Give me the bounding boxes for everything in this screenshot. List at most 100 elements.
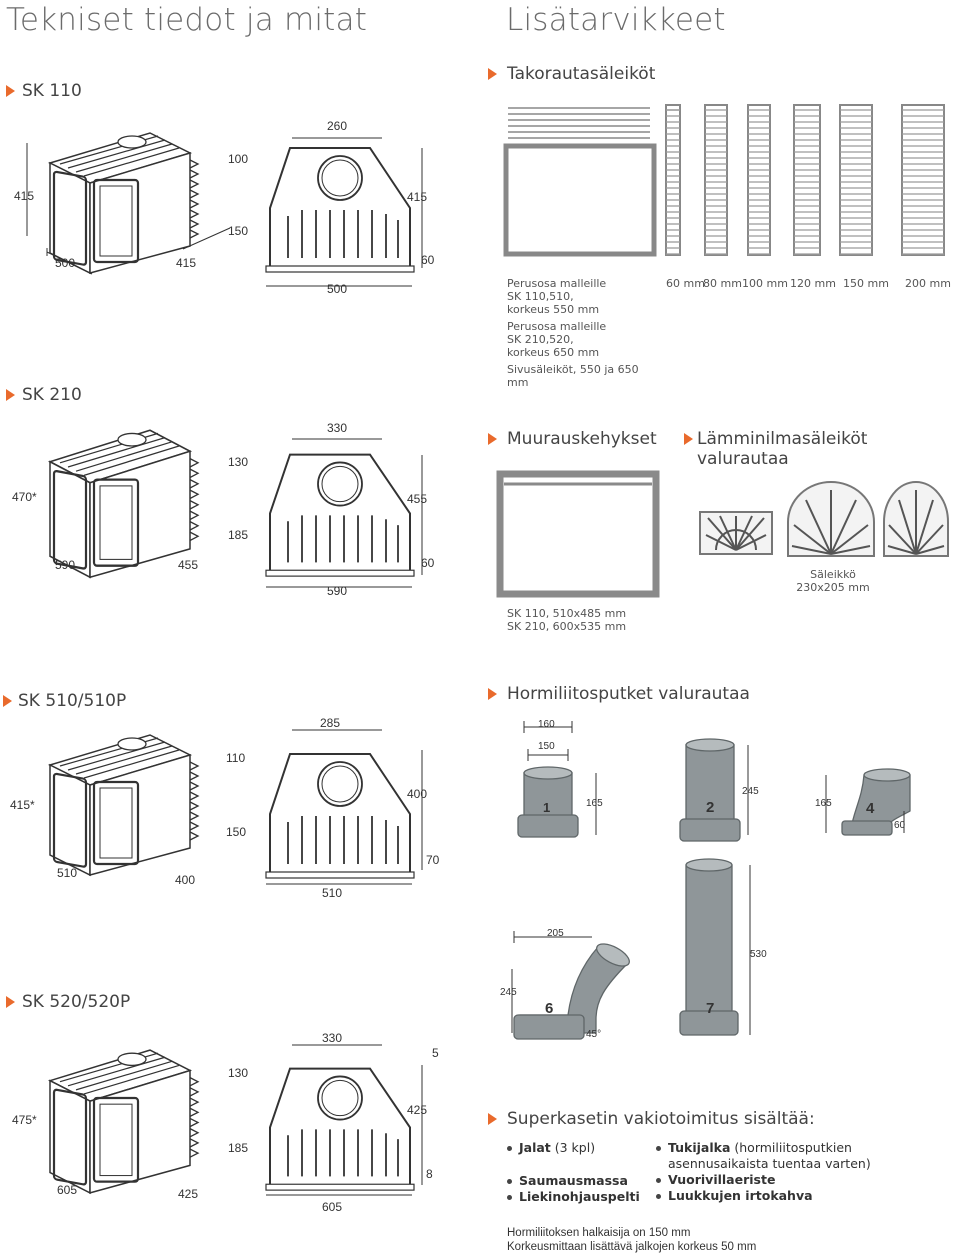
dim-label: 500 [327, 282, 348, 296]
dim-label: 425 [178, 1187, 199, 1201]
dim-label: 470* [12, 490, 37, 504]
dim-label: 605 [322, 1200, 343, 1214]
list-item: asennusaikaista tuentaa varten) [668, 1156, 871, 1171]
dim-label: 330 [322, 1031, 343, 1045]
dim-label: 60 [894, 820, 906, 831]
dim-label: 245 [500, 987, 517, 998]
pipe-number: 4 [866, 800, 875, 817]
bullet-triangle-icon [488, 433, 497, 445]
muuraus-frame-illustration [496, 470, 660, 598]
section-lamminilma: Lämminilmasäleiköt valurautaa [697, 429, 868, 469]
note-line: Hormiliitoksen halkaisija on 150 mm [507, 1227, 691, 1239]
pipe-number: 6 [545, 1000, 554, 1017]
dim-label: 70 [426, 853, 440, 867]
dim-label: 590 [327, 584, 348, 598]
dim-label: 425 [407, 1103, 428, 1117]
list-item: Liekinohjauspelti [507, 1189, 640, 1205]
dim-label: 605 [57, 1183, 78, 1197]
dim-label: 530 [750, 949, 767, 960]
dim-label: 415 [407, 190, 428, 204]
dim-label: 590 [55, 558, 76, 572]
bullet-triangle-icon [488, 68, 497, 80]
bullet-triangle-icon [6, 996, 15, 1008]
dim-label: 60 [421, 556, 435, 570]
caption-line: korkeus 650 mm [507, 346, 600, 359]
dim-label: 245 [742, 786, 759, 797]
section-superkasetti: Superkasetin vakiotoimitus sisältää: [507, 1109, 815, 1129]
dim-label: 260 [327, 119, 348, 133]
dim-label: 455 [407, 492, 428, 506]
list-item: Vuorivillaeriste [656, 1172, 871, 1188]
dim-label: 150 [538, 741, 555, 752]
sk210-front-drawing [265, 438, 423, 588]
width-label: 60 mm [666, 277, 705, 290]
dim-label: 330 [327, 421, 348, 435]
dim-label: 5 [432, 1046, 439, 1060]
sk110-dimension-lines [26, 143, 231, 275]
sk520-3d-drawing [48, 1048, 200, 1195]
caption-line: korkeus 550 mm [507, 303, 600, 316]
dim-label: 400 [407, 787, 428, 801]
list-item: Tukijalka (hormiliitosputkien [656, 1140, 871, 1156]
section-takorauta: Takorautasäleiköt [507, 64, 656, 84]
bullet-triangle-icon [6, 85, 15, 97]
dim-label: 130 [228, 455, 249, 469]
bullet-triangle-icon [488, 1113, 497, 1125]
caption-line: SK 210, 600x535 mm [507, 620, 627, 633]
sk510-front-drawing [265, 729, 423, 885]
takorauta-grates-illustration [503, 104, 945, 257]
dim-label: 150 [228, 224, 249, 238]
muuraus-caption: SK 110, 510x485 mm SK 210, 600x535 mm [507, 607, 626, 633]
dim-label: 285 [320, 716, 341, 730]
caption-line: Sivusäleiköt, 550 ja 650 mm [507, 363, 639, 389]
section-sk510: SK 510/510P [18, 691, 127, 711]
dim-label: 185 [228, 1141, 249, 1155]
list-item: Saumausmassa [507, 1173, 640, 1189]
width-label: 100 mm [742, 277, 788, 290]
bullet-triangle-icon [488, 688, 497, 700]
bullet-triangle-icon [3, 695, 12, 707]
section-sk520: SK 520/520P [22, 992, 131, 1012]
pipe-number: 7 [706, 1000, 715, 1017]
pipe-number: 1 [543, 800, 551, 815]
section-sk210: SK 210 [22, 385, 82, 405]
pipe-number: 2 [706, 799, 715, 816]
dim-label: 415* [10, 798, 35, 812]
superkasetti-list-left: Jalat (3 kpl) Saumausmassa Liekinohjausp… [507, 1140, 640, 1205]
sk520-front-drawing [265, 1044, 423, 1196]
dim-label: 475* [12, 1113, 37, 1127]
hormi-pipes-illustration [511, 721, 911, 1040]
takorauta-rungs [666, 109, 944, 255]
caption-line: SK 110, 510x485 mm [507, 607, 627, 620]
dim-label: 8 [426, 1167, 433, 1181]
dim-label: 415 [14, 189, 35, 203]
caption-line: SK 110,510, [507, 290, 574, 303]
lamminilma-grille-illustration [699, 481, 949, 557]
section-sk110: SK 110 [22, 81, 82, 101]
takorauta-caption: Perusosa malleille SK 110,510, korkeus 5… [507, 277, 657, 389]
width-label: 200 mm [905, 277, 951, 290]
dim-label: 150 [226, 825, 247, 839]
caption-line: Perusosa malleille [507, 277, 607, 290]
dim-label: 205 [547, 928, 564, 939]
dim-label: 400 [175, 873, 196, 887]
dim-label: 60 [421, 253, 435, 267]
dim-label: 510 [57, 866, 78, 880]
dim-label: 415 [176, 256, 197, 270]
caption-line: 230x205 mm [796, 581, 870, 594]
bullet-triangle-icon [684, 433, 693, 445]
dim-label: 455 [178, 558, 199, 572]
width-label: 80 mm [703, 277, 742, 290]
list-item: Luukkujen irtokahva [656, 1188, 871, 1204]
width-label: 150 mm [843, 277, 889, 290]
dim-label: 110 [226, 751, 246, 765]
right-title: Lisätarvikkeet [506, 2, 726, 38]
sk110-front-drawing [265, 137, 423, 287]
dim-label: 510 [322, 886, 343, 900]
caption-line: SK 210,520, [507, 333, 574, 346]
section-muuraus: Muurauskehykset [507, 429, 657, 449]
left-title: Tekniset tiedot ja mitat [6, 2, 368, 38]
dim-label: 100 [228, 152, 249, 166]
caption-line: Säleikkö [810, 568, 856, 581]
dim-label: 185 [228, 528, 249, 542]
